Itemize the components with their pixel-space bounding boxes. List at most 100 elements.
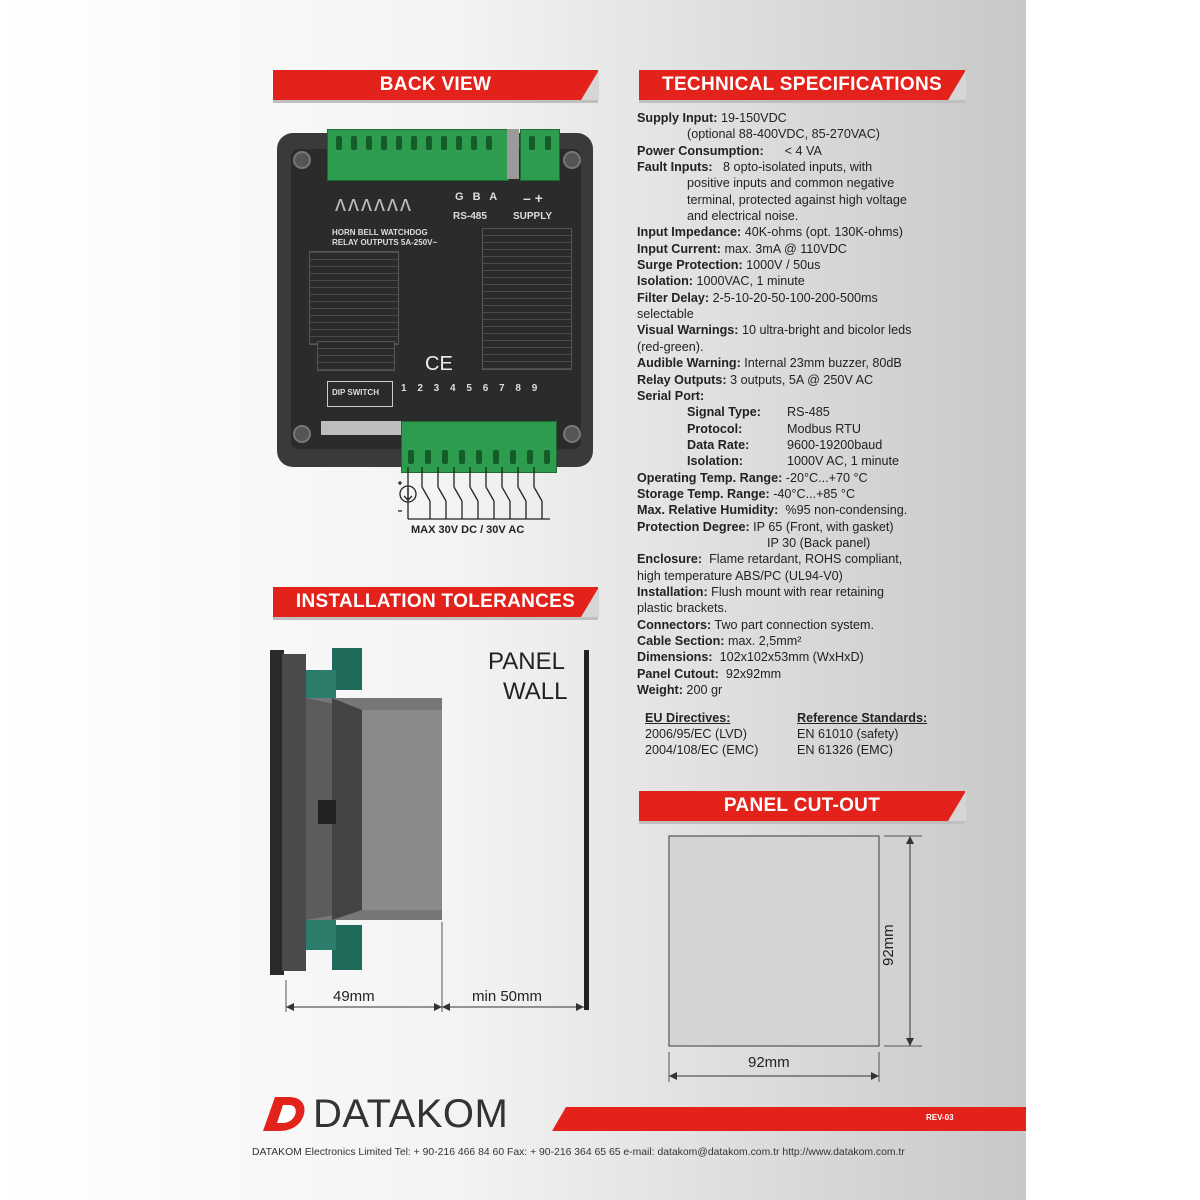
spec-row: Cable Section: max. 2,5mm² xyxy=(637,633,967,649)
eu-directives: EU Directives: 2006/95/EC (LVD) 2004/108… xyxy=(645,710,758,758)
spec-row: and electrical noise. xyxy=(637,208,967,224)
spec-value: selectable xyxy=(637,307,694,322)
spec-value: Internal 23mm buzzer, 80dB xyxy=(740,356,902,371)
serial-spec-row: Protocol: Modbus RTU xyxy=(637,421,967,437)
spec-row: terminal, protected against high voltage xyxy=(637,192,967,208)
spec-row: Protection Degree: IP 65 (Front, with ga… xyxy=(637,519,967,535)
spec-value: IP 65 (Front, with gasket) xyxy=(749,519,894,534)
cutout-title: PANEL CUT-OUT xyxy=(723,795,881,816)
spec-value: (optional 88-400VDC, 85-270VAC) xyxy=(687,127,880,142)
spec-label: Cable Section: xyxy=(637,634,725,648)
spec-value: max. 3mA @ 110VDC xyxy=(720,241,847,256)
serial-spec-value: 1000V AC, 1 minute xyxy=(787,454,900,469)
spec-row: Dimensions: 102x102x53mm (WxHxD) xyxy=(637,649,967,665)
spec-value: 1000VAC, 1 minute xyxy=(692,274,805,289)
spec-row: Isolation: 1000VAC, 1 minute xyxy=(637,273,967,289)
spec-value: 92x92mm xyxy=(718,666,782,681)
max-voltage-label: MAX 30V DC / 30V AC xyxy=(411,524,525,536)
spec-label: Serial Port: xyxy=(637,388,705,403)
serial-spec-value: Modbus RTU xyxy=(787,421,861,436)
serial-spec-row: Data Rate:9600-19200baud xyxy=(637,437,967,453)
spec-label: Relay Outputs: xyxy=(637,372,727,387)
install-banner: INSTALLATION TOLERANCES xyxy=(273,587,599,617)
spec-label: Connectors: xyxy=(637,617,712,632)
spec-value: 40K-ohms (opt. 130K-ohms) xyxy=(741,225,903,240)
spec-row: Surge Protection: 1000V / 50us xyxy=(637,257,967,273)
logo-mark: ʌʌʌʌʌʌ xyxy=(335,191,413,216)
spec-value: terminal, protected against high voltage xyxy=(687,192,907,207)
spec-label: Input Current: xyxy=(637,241,721,256)
spec-value: 19-150VDC xyxy=(717,111,787,125)
install-title: INSTALLATION TOLERANCES xyxy=(295,591,576,612)
spec-row: Installation: Flush mount with rear reta… xyxy=(637,584,967,600)
panel-cutout-drawing xyxy=(668,835,922,1082)
spec-label: Fault Inputs: xyxy=(637,160,713,175)
spec-value: -40°C...+85 °C xyxy=(769,486,856,501)
datasheet-page: BACK VIEW TECHNICAL SPECIFICATIONS INSTA… xyxy=(0,0,1026,1200)
spec-row: high temperature ABS/PC (UL94-V0) xyxy=(637,568,967,584)
top-terminal-block xyxy=(327,129,509,181)
cutout-width: 92mm xyxy=(748,1054,790,1071)
spec-label: Power Consumption: xyxy=(637,143,764,158)
serial-spec-label: Protocol: xyxy=(687,421,743,436)
spec-row: Fault Inputs: 8 opto-isolated inputs, wi… xyxy=(637,159,967,175)
spec-row: Power Consumption: < 4 VA xyxy=(637,143,967,159)
spec-value: 10 ultra-bright and bicolor leds xyxy=(738,323,912,338)
serial-spec-row: Signal Type:RS-485 xyxy=(637,404,967,420)
revision-label: REV-03 xyxy=(926,1113,954,1122)
relay-outputs-label: RELAY OUTPUTS 5A-250V~ xyxy=(332,238,438,247)
dip-switch-label: DIP SWITCH xyxy=(332,388,379,397)
spec-row: Panel Cutout: 92x92mm xyxy=(637,666,967,682)
serial-spec-value: RS-485 xyxy=(787,405,830,420)
dip-switch[interactable]: DIP SWITCH xyxy=(327,381,393,407)
reference-standard-item: EN 61010 (safety) xyxy=(797,727,899,741)
serial-spec-label: Isolation: xyxy=(687,454,743,469)
input-wiring-diagram xyxy=(398,467,550,520)
reference-standards: Reference Standards: EN 61010 (safety) E… xyxy=(797,710,927,758)
spec-row: (red-green). xyxy=(637,339,967,355)
dim-49mm: 49mm xyxy=(333,988,375,1005)
screw-icon xyxy=(563,151,581,169)
supply-polarity: – + xyxy=(523,190,543,206)
spec-label: Protection Degree: xyxy=(637,519,750,534)
installation-side-view xyxy=(270,648,589,1012)
spec-label: Input Impedance: xyxy=(637,225,742,240)
spec-row: plastic brackets. xyxy=(637,600,967,616)
spec-row: Relay Outputs: 3 outputs, 5A @ 250V AC xyxy=(637,372,967,388)
footer-contact: DATAKOM Electronics Limited Tel: + 90-21… xyxy=(252,1147,905,1158)
supply-terminal-block xyxy=(520,129,560,181)
spec-row: (optional 88-400VDC, 85-270VAC) xyxy=(637,126,967,142)
spec-row: Audible Warning: Internal 23mm buzzer, 8… xyxy=(637,355,967,371)
footer-accent-bar xyxy=(552,1107,1026,1131)
spec-value: 3 outputs, 5A @ 250V AC xyxy=(726,372,874,387)
supply-label: SUPPLY xyxy=(513,211,553,222)
spec-value: %95 non-condensing. xyxy=(778,503,908,518)
spec-value: Flush mount with rear retaining xyxy=(707,584,885,599)
eu-directives-title: EU Directives: xyxy=(645,711,731,725)
cutout-banner: PANEL CUT-OUT xyxy=(639,791,966,821)
settings-table-small xyxy=(317,341,395,371)
spec-value: positive inputs and common negative xyxy=(687,176,895,191)
bottom-terminal-block xyxy=(401,421,557,473)
brand-name: DATAKOM xyxy=(313,1092,509,1136)
spec-value: 200 gr xyxy=(682,683,723,698)
spec-row: Serial Port: xyxy=(637,388,967,404)
address-table xyxy=(482,228,572,370)
horn-bell-label: HORN BELL WATCHDOG xyxy=(332,228,428,237)
spec-row: Supply Input: 19-150VDC xyxy=(637,110,967,126)
screw-icon xyxy=(293,425,311,443)
serial-spec-row: Isolation: 1000V AC, 1 minute xyxy=(637,453,967,469)
spec-value: -20°C...+70 °C xyxy=(782,470,868,485)
spec-label: Visual Warnings: xyxy=(637,323,739,338)
spec-label: Dimensions: xyxy=(637,650,713,665)
spec-value: IP 30 (Back panel) xyxy=(767,535,871,550)
spec-label: Filter Delay: xyxy=(637,290,710,305)
spec-value: 2-5-10-20-50-100-200-500ms xyxy=(709,290,878,305)
terminal-numbers: 1 2 3 4 5 6 7 8 9 xyxy=(401,383,542,394)
spec-row: IP 30 (Back panel) xyxy=(637,535,967,551)
spec-value: < 4 VA xyxy=(763,143,822,158)
spec-label: Isolation: xyxy=(637,274,693,289)
filter-delay-table xyxy=(309,251,399,345)
spec-label: Max. Relative Humidity: xyxy=(637,503,779,518)
serial-spec-label: Data Rate: xyxy=(687,437,750,452)
